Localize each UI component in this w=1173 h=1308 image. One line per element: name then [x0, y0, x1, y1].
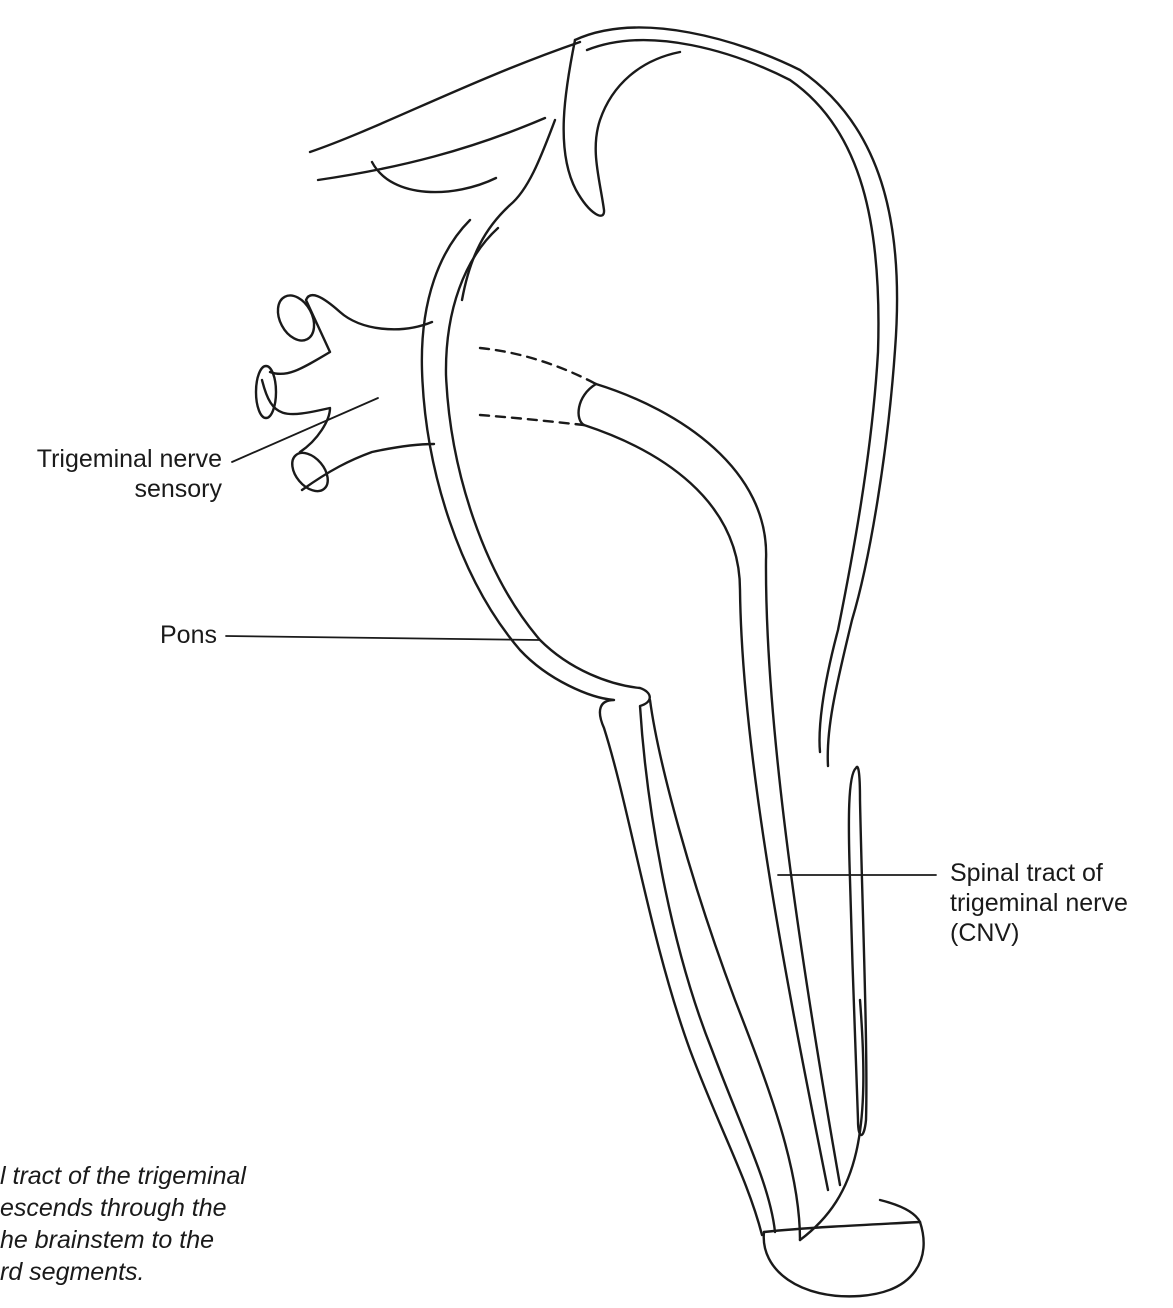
caption-line-3: he brainstem to the — [0, 1224, 420, 1256]
trigeminal-nerve-root — [262, 295, 434, 490]
label-trigeminal-line2: sensory — [0, 474, 222, 504]
bottom-cut-right-edge — [880, 1200, 920, 1222]
label-pons: Pons — [160, 620, 217, 650]
nerve-dashed-upper — [480, 348, 596, 384]
pons-inner-groove — [462, 120, 555, 300]
label-spinal-line2: trigeminal nerve — [950, 888, 1128, 918]
brainstem-outer-contour — [575, 28, 897, 766]
leader-pons — [226, 636, 540, 640]
label-spinal-line3: (CNV) — [950, 918, 1128, 948]
bottom-cut-lower — [764, 1222, 924, 1296]
nerve-branch-lower — [285, 446, 335, 498]
nerve-branch-upper — [271, 289, 322, 346]
bottom-cut-upper — [764, 1222, 920, 1232]
figure-caption-fragment: l tract of the trigeminal escends throug… — [0, 1160, 420, 1288]
label-trigeminal-sensory: Trigeminal nerve sensory — [0, 444, 222, 504]
label-spinal-tract: Spinal tract of trigeminal nerve (CNV) — [950, 858, 1128, 948]
label-trigeminal-line1: Trigeminal nerve — [0, 444, 222, 474]
pons-anterior-outer — [422, 220, 762, 1235]
upper-arc-middle — [318, 118, 545, 180]
spinal-tract-cut-end — [579, 384, 596, 425]
upper-arc-outer — [310, 42, 580, 152]
caption-line-2: escends through the — [0, 1192, 420, 1224]
spinal-tract-lower-line — [584, 425, 828, 1190]
pons-anterior-inner — [446, 228, 775, 1232]
caption-line-1: l tract of the trigeminal — [0, 1160, 420, 1192]
nerve-dashed-lower — [480, 415, 584, 425]
caption-line-4: rd segments. — [0, 1256, 420, 1288]
label-spinal-line1: Spinal tract of — [950, 858, 1128, 888]
medulla-posterior — [650, 700, 800, 1240]
midbrain-fold — [564, 40, 680, 216]
